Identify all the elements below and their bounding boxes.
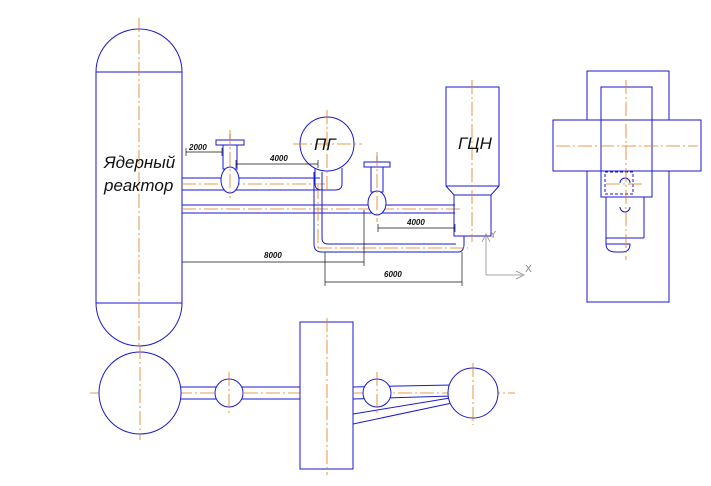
plan-view	[90, 318, 515, 475]
main-circulation-pump: ГЦН	[445, 80, 500, 242]
pump-motor-housing	[445, 86, 500, 187]
plan-steam-generator	[299, 321, 354, 470]
pump-casing	[453, 194, 492, 237]
side-view	[552, 70, 702, 303]
reactor-label-line2: реактор	[103, 176, 173, 195]
ucs-icon: Y X	[481, 230, 532, 280]
reactor-vessel: Ядерный реактор	[95, 18, 183, 348]
reactor-bottom-dome	[95, 302, 183, 347]
reactor-label-line1: Ядерный	[103, 153, 176, 172]
dimensions: 2000 4000 4000 8000 6000	[182, 143, 463, 286]
cold-leg-valve	[363, 152, 391, 222]
cold-leg-pipe	[182, 204, 460, 214]
dim-8000-text: 8000	[264, 251, 282, 260]
side-outer-body	[586, 70, 670, 303]
dim-6000-text: 6000	[384, 270, 402, 279]
hot-leg-valve	[215, 130, 245, 198]
side-cross-member	[552, 119, 702, 172]
dim-4000-upper-text: 4000	[269, 154, 288, 163]
hot-leg-pipe	[182, 177, 325, 191]
dim-2000-text: 2000	[188, 143, 207, 152]
pump-label: ГЦН	[458, 134, 493, 153]
dim-4000-lower-text: 4000	[406, 218, 425, 227]
ucs-y-label: Y	[489, 230, 497, 241]
steam-generator-label: ПГ	[314, 135, 337, 154]
front-view: Ядерный реактор	[95, 18, 532, 348]
crossover-pipe	[313, 172, 468, 253]
steam-generator: ПГ	[293, 110, 362, 192]
ucs-x-label: X	[525, 264, 532, 275]
